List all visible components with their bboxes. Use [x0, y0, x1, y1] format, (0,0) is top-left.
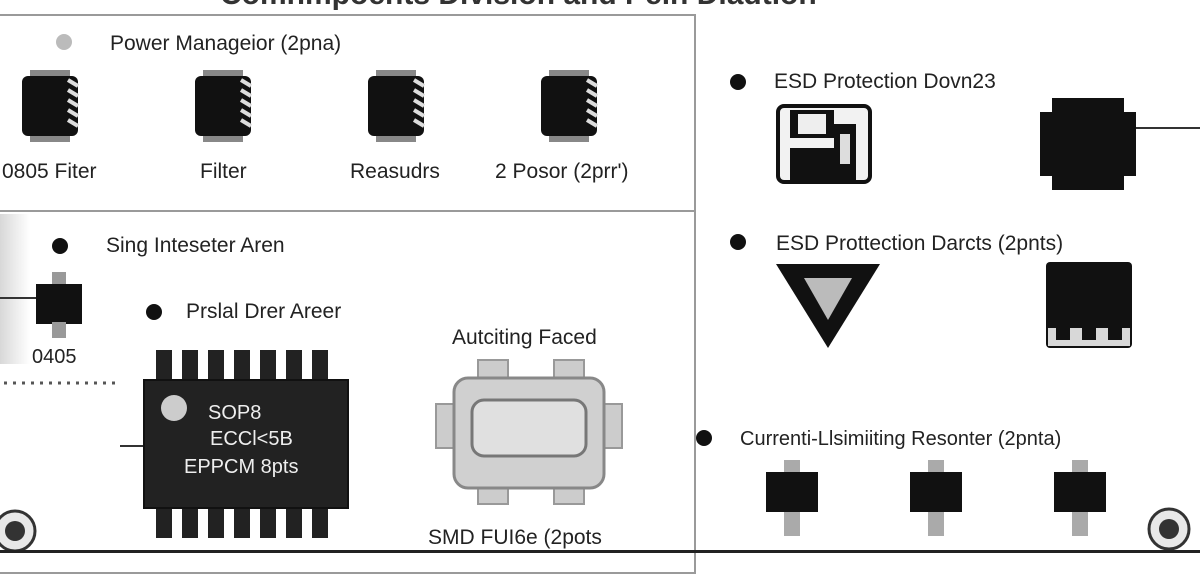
- current-limit-bullet-dot: [696, 430, 712, 446]
- esd2-bullet-dot: [730, 234, 746, 250]
- current-limiting-title: Currenti-Llsimiiting Resonter (2pnta): [740, 428, 1062, 450]
- parallel-bullet-dot: [146, 304, 162, 320]
- signal-bullet-dot: [52, 238, 68, 254]
- resistor-icon-2: [910, 460, 962, 536]
- inductor-icon-4: [541, 70, 599, 142]
- esd-protection-title-1: ESD Protection Dovn23: [774, 70, 996, 93]
- ic-chip-icon: [120, 350, 349, 538]
- power-label-resistors: Reasudrs: [350, 160, 440, 183]
- ic-label-line-3: EPPCM 8pts: [184, 456, 299, 478]
- signal-panel-shading: [0, 214, 30, 364]
- ic-label-line-2: ECCl<5B: [210, 428, 293, 450]
- inductor-icon-1: [22, 70, 80, 142]
- power-panel-title: Power Manageior (2pna): [110, 32, 342, 55]
- resistor-icon-1: [766, 460, 818, 536]
- esd-device-icon-1: [776, 104, 872, 184]
- power-label-0805-filter: 0805 Fiter: [2, 160, 97, 183]
- page-title: Comnmpoents Division and Pein Diadtion: [220, 0, 817, 12]
- smd-fuse-icon: [435, 359, 623, 505]
- esd1-bullet-dot: [730, 74, 746, 90]
- power-label-filter: Filter: [200, 160, 247, 183]
- power-label-2-posor: 2 Posor (2prr'): [495, 160, 629, 183]
- dotted-trace: [4, 381, 119, 385]
- smd-0405-component-icon: [0, 272, 82, 338]
- mounting-hole-left-icon: [0, 509, 37, 553]
- triangle-diode-icon: [776, 264, 880, 348]
- fuse-title: Autciting Faced: [452, 326, 597, 349]
- parallel-driver-title: Prslal Drer Areer: [186, 300, 342, 323]
- esd-device-icon-2: [1040, 98, 1200, 190]
- mounting-hole-right-icon: [1147, 507, 1191, 551]
- esd-package-icon: [1046, 262, 1132, 348]
- ic-label-line-1: SOP8: [208, 402, 262, 424]
- component-label-0405: 0405: [32, 346, 77, 368]
- inductor-icon-3: [368, 70, 426, 142]
- power-bullet-dot: [56, 34, 72, 50]
- resistor-icon-3: [1054, 460, 1106, 536]
- inductor-icon-2: [195, 70, 253, 142]
- signal-panel-title: Sing Inteseter Aren: [106, 234, 285, 257]
- bottom-edge-line: [0, 550, 1200, 553]
- fuse-label: SMD FUI6e (2pots: [428, 526, 602, 549]
- esd-protection-title-2: ESD Prottection Darcts (2pnts): [776, 232, 1064, 255]
